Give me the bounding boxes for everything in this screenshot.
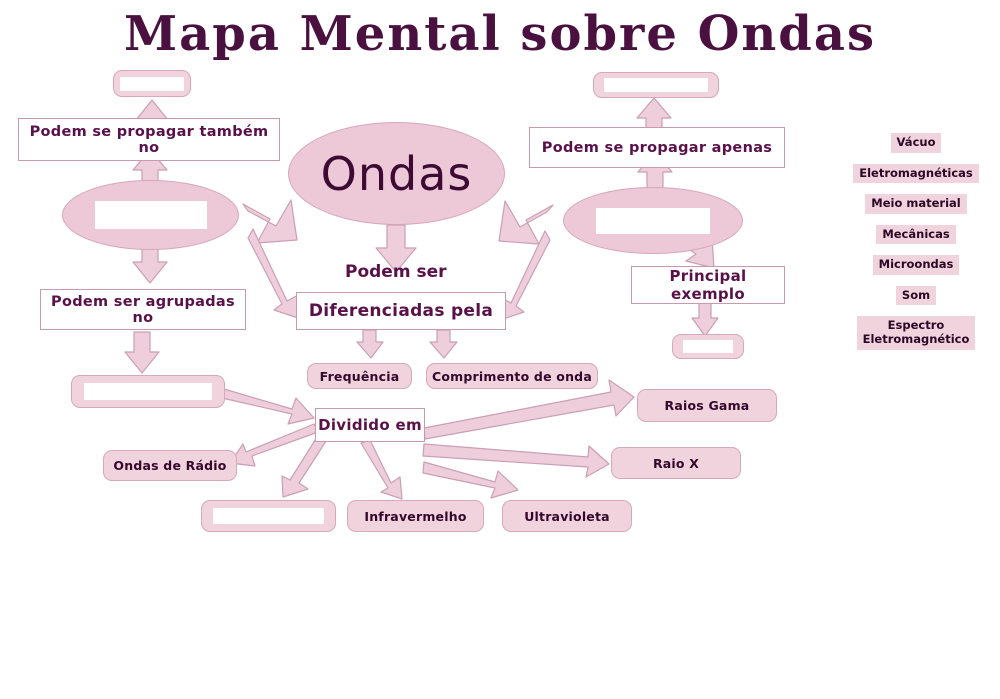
right-top-blank-box[interactable] [593, 72, 719, 98]
ondas-de-radio-box: Ondas de Rádio [103, 450, 237, 481]
ondas-main-node: Ondas [288, 122, 505, 225]
principal-exemplo-box: Principal exemplo [631, 266, 785, 304]
frequencia-box: Frequência [307, 363, 412, 389]
arrow-dividido-to-radio [229, 423, 319, 467]
right-category-blank-field[interactable] [596, 207, 710, 234]
left-propagation-box: Podem se propagar também no [18, 118, 280, 161]
arrow-dividido-to-infravermelho [360, 439, 403, 500]
podem-ser-label: Podem ser [345, 262, 447, 282]
word-bank-item[interactable]: Vácuo [890, 133, 942, 153]
word-bank-item[interactable]: Mecânicas [876, 224, 956, 245]
raio-x-box: Raio X [611, 447, 741, 479]
raio-x-label: Raio X [652, 455, 700, 471]
left-top-blank-box[interactable] [113, 70, 191, 97]
arrow-dividido-to-raiox [422, 443, 610, 478]
right-example-blank-box[interactable] [672, 334, 744, 359]
left-grouped-blank-field[interactable] [84, 382, 212, 401]
comprimento-box: Comprimento de onda [426, 363, 598, 389]
arrow-leftblank-to-dividido [221, 388, 315, 425]
left-grouped-box: Podem ser agrupadas no [40, 289, 246, 330]
arrow-dividido-to-visible [281, 433, 329, 498]
arrow-left-ellipse-diferenciadas [242, 199, 301, 319]
dividido-em-box: Dividido em [315, 408, 425, 442]
arrow-left-grouped-to-blank [124, 331, 160, 374]
arrow-exemplo-to-blank [691, 302, 719, 337]
raios-gama-box: Raios Gama [637, 389, 777, 422]
page-title: Mapa Mental sobre Ondas [124, 6, 876, 62]
left-category-blank-field[interactable] [94, 201, 207, 229]
right-propagation-box: Podem se propagar apenas [529, 127, 785, 168]
frequencia-label: Frequência [319, 368, 400, 384]
raios-gama-label: Raios Gama [664, 398, 750, 413]
arrow-dividido-to-ultravioleta [422, 461, 519, 499]
infravermelho-box: Infravermelho [347, 500, 484, 532]
right-propagation-label: Podem se propagar apenas [541, 139, 773, 156]
principal-exemplo-label: Principal exemplo [669, 267, 747, 303]
word-bank-item[interactable]: Eletromagnéticas [853, 163, 979, 184]
visible-light-blank-field[interactable] [212, 507, 325, 525]
ultravioleta-label: Ultravioleta [524, 508, 610, 524]
infravermelho-label: Infravermelho [364, 508, 467, 524]
arrow-diferenciadas-to-frequencia [356, 329, 384, 359]
left-top-blank-field[interactable] [120, 76, 184, 91]
word-bank-item[interactable]: Microondas [872, 255, 960, 275]
left-propagation-label: Podem se propagar também no [29, 123, 269, 156]
arrow-diferenciadas-to-comprimento [429, 329, 458, 359]
ondas-de-radio-label: Ondas de Rádio [113, 458, 227, 473]
left-category-ellipse[interactable] [62, 180, 239, 250]
right-example-blank-field[interactable] [682, 339, 734, 354]
left-grouped-label: Podem ser agrupadas no [51, 293, 235, 326]
arrow-right-ellipse-diferenciadas [497, 200, 554, 321]
right-top-blank-field[interactable] [603, 78, 709, 92]
word-bank-item[interactable]: Som [895, 285, 937, 306]
right-category-ellipse[interactable] [563, 187, 743, 254]
visible-light-blank-box[interactable] [201, 500, 336, 532]
diferenciadas-label: Diferenciadas pela [308, 301, 494, 321]
word-bank-item[interactable]: Meio material [865, 194, 967, 214]
comprimento-label: Comprimento de onda [432, 368, 592, 384]
left-grouped-blank-box[interactable] [71, 375, 225, 408]
ultravioleta-box: Ultravioleta [502, 500, 632, 532]
dividido-em-label: Dividido em [318, 416, 422, 434]
ondas-main-label: Ondas [320, 146, 473, 201]
diferenciadas-box: Diferenciadas pela [296, 292, 506, 330]
